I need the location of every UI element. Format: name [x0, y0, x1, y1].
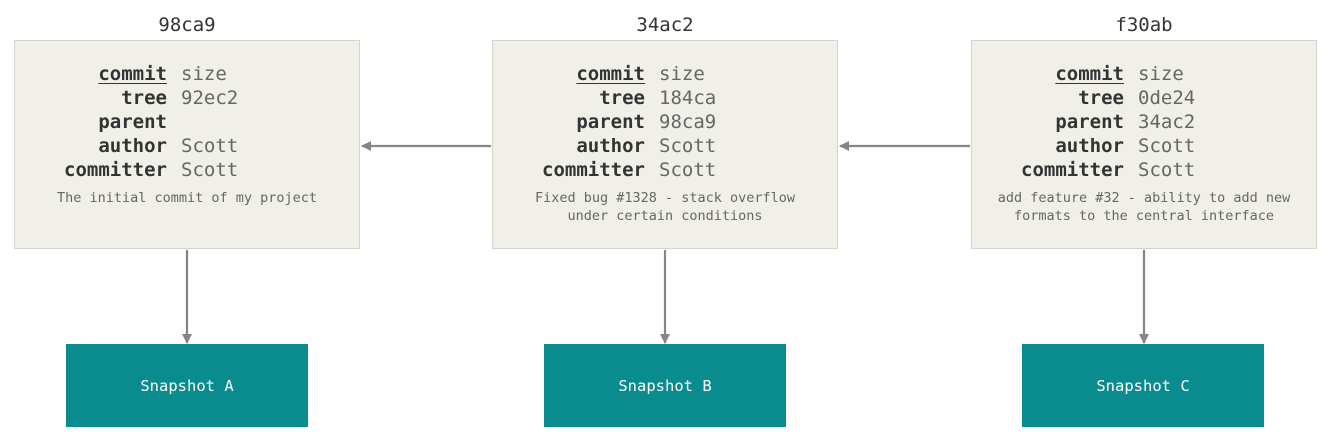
field-key: author	[1055, 135, 1124, 157]
field-key: commit	[1055, 63, 1124, 85]
field-key: tree	[599, 87, 645, 109]
field-key: parent	[576, 111, 645, 133]
snapshot-label: Snapshot B	[618, 376, 712, 395]
snapshot-label: Snapshot A	[140, 376, 234, 395]
field-row: commit size	[972, 62, 1316, 86]
field-value: Scott	[1138, 159, 1196, 181]
field-value: Scott	[181, 159, 239, 181]
snapshot-b: Snapshot B	[544, 344, 786, 427]
field-row: parent	[15, 110, 359, 134]
commit-message: add feature #32 - ability to add new for…	[997, 190, 1291, 224]
field-row: committer Scott	[15, 158, 359, 182]
field-value: 92ec2	[181, 87, 239, 109]
field-key: commit	[576, 63, 645, 85]
field-value: Scott	[181, 135, 239, 157]
field-value: 0de24	[1138, 87, 1196, 109]
snapshot-a: Snapshot A	[66, 344, 308, 427]
field-row: author Scott	[972, 134, 1316, 158]
field-value: Scott	[659, 159, 717, 181]
field-row: parent 34ac2	[972, 110, 1316, 134]
field-row: commit size	[493, 62, 837, 86]
field-value: size	[659, 63, 705, 85]
field-key: committer	[64, 159, 167, 181]
field-row: committer Scott	[493, 158, 837, 182]
field-key: tree	[121, 87, 167, 109]
field-key: author	[98, 135, 167, 157]
field-value: 184ca	[659, 87, 717, 109]
field-value: 98ca9	[659, 111, 717, 133]
field-key: parent	[98, 111, 167, 133]
field-key: author	[576, 135, 645, 157]
field-row: tree 92ec2	[15, 86, 359, 110]
field-value: Scott	[659, 135, 717, 157]
field-row: commit size	[15, 62, 359, 86]
field-key: parent	[1055, 111, 1124, 133]
field-row: author Scott	[493, 134, 837, 158]
field-key: tree	[1078, 87, 1124, 109]
field-key: commit	[98, 63, 167, 85]
field-row: tree 0de24	[972, 86, 1316, 110]
commit-message: The initial commit of my project	[56, 190, 318, 206]
field-row: parent 98ca9	[493, 110, 837, 134]
field-value: size	[181, 63, 227, 85]
commit-hash-label: 98ca9	[158, 14, 216, 36]
field-value: 34ac2	[1138, 111, 1196, 133]
snapshot-c: Snapshot C	[1022, 344, 1264, 427]
field-value: size	[1138, 63, 1184, 85]
field-row: committer Scott	[972, 158, 1316, 182]
field-value: Scott	[1138, 135, 1196, 157]
field-row: author Scott	[15, 134, 359, 158]
commit-hash-label: 34ac2	[636, 14, 694, 36]
field-key: committer	[1021, 159, 1124, 181]
snapshot-label: Snapshot C	[1096, 376, 1190, 395]
field-key: committer	[542, 159, 645, 181]
field-row: tree 184ca	[493, 86, 837, 110]
commit-message: Fixed bug #1328 - stack overflow under c…	[534, 190, 796, 224]
commit-hash-label: f30ab	[1115, 14, 1173, 36]
